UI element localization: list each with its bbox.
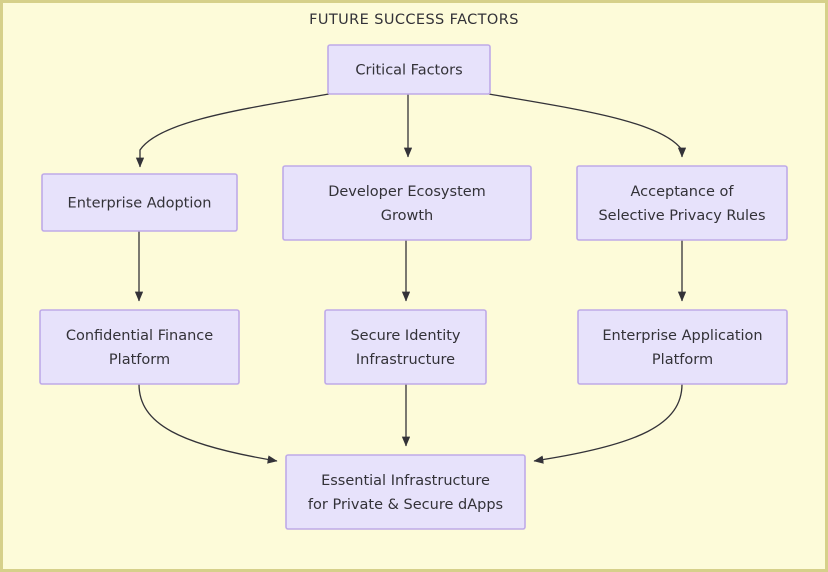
edge-critical-factors-to-enterprise-adoption xyxy=(135,93,330,168)
node-developer-ecosystem-growth-box[interactable] xyxy=(282,165,532,241)
node-secure-identity-infrastructure-label-line2: Infrastructure xyxy=(356,352,455,368)
node-secure-identity-infrastructure[interactable]: Secure Identity Infrastructure xyxy=(324,309,487,385)
node-developer-ecosystem-growth[interactable]: Developer Ecosystem Growth xyxy=(282,165,532,241)
node-enterprise-application-platform[interactable]: Enterprise Application Platform xyxy=(577,309,788,385)
edge-confidential-finance-platform-to-essential-infrastructure xyxy=(138,383,278,464)
node-enterprise-application-platform-label-line2: Platform xyxy=(652,352,713,368)
node-critical-factors-box[interactable] xyxy=(327,44,491,95)
node-acceptance-selective-privacy-rules-label-line1: Acceptance of xyxy=(631,184,735,200)
node-critical-factors[interactable]: Critical Factors xyxy=(327,44,491,95)
node-secure-identity-infrastructure-label-line1: Secure Identity xyxy=(350,328,460,344)
node-acceptance-selective-privacy-rules[interactable]: Acceptance of Selective Privacy Rules xyxy=(576,165,788,241)
node-secure-identity-infrastructure-box[interactable] xyxy=(324,309,487,385)
diagram-title: FUTURE SUCCESS FACTORS xyxy=(309,12,519,28)
node-enterprise-adoption-label-line1: Enterprise Adoption xyxy=(68,196,212,212)
node-enterprise-adoption-box[interactable] xyxy=(41,173,238,232)
node-enterprise-adoption[interactable]: Enterprise Adoption xyxy=(41,173,238,232)
edge-critical-factors-to-acceptance-selective-privacy-rules xyxy=(488,93,687,158)
node-essential-infrastructure-label-line2: for Private & Secure dApps xyxy=(308,497,503,513)
node-developer-ecosystem-growth-label-line2: Growth xyxy=(381,208,434,224)
node-critical-factors-label-line1: Critical Factors xyxy=(355,63,462,79)
node-essential-infrastructure[interactable]: Essential Infrastructure for Private & S… xyxy=(285,454,526,530)
node-enterprise-application-platform-label-line1: Enterprise Application xyxy=(602,328,762,344)
node-acceptance-selective-privacy-rules-box[interactable] xyxy=(576,165,788,241)
node-essential-infrastructure-box[interactable] xyxy=(285,454,526,530)
node-developer-ecosystem-growth-label-line1: Developer Ecosystem xyxy=(328,184,486,200)
node-acceptance-selective-privacy-rules-label-line2: Selective Privacy Rules xyxy=(598,208,765,224)
node-essential-infrastructure-label-line1: Essential Infrastructure xyxy=(321,473,490,489)
node-confidential-finance-platform[interactable]: Confidential Finance Platform xyxy=(39,309,240,385)
node-enterprise-application-platform-box[interactable] xyxy=(577,309,788,385)
node-confidential-finance-platform-label-line2: Platform xyxy=(109,352,170,368)
edge-enterprise-application-platform-to-essential-infrastructure xyxy=(533,383,683,464)
node-confidential-finance-platform-box[interactable] xyxy=(39,309,240,385)
node-confidential-finance-platform-label-line1: Confidential Finance xyxy=(66,328,213,344)
edge-group xyxy=(134,93,687,464)
